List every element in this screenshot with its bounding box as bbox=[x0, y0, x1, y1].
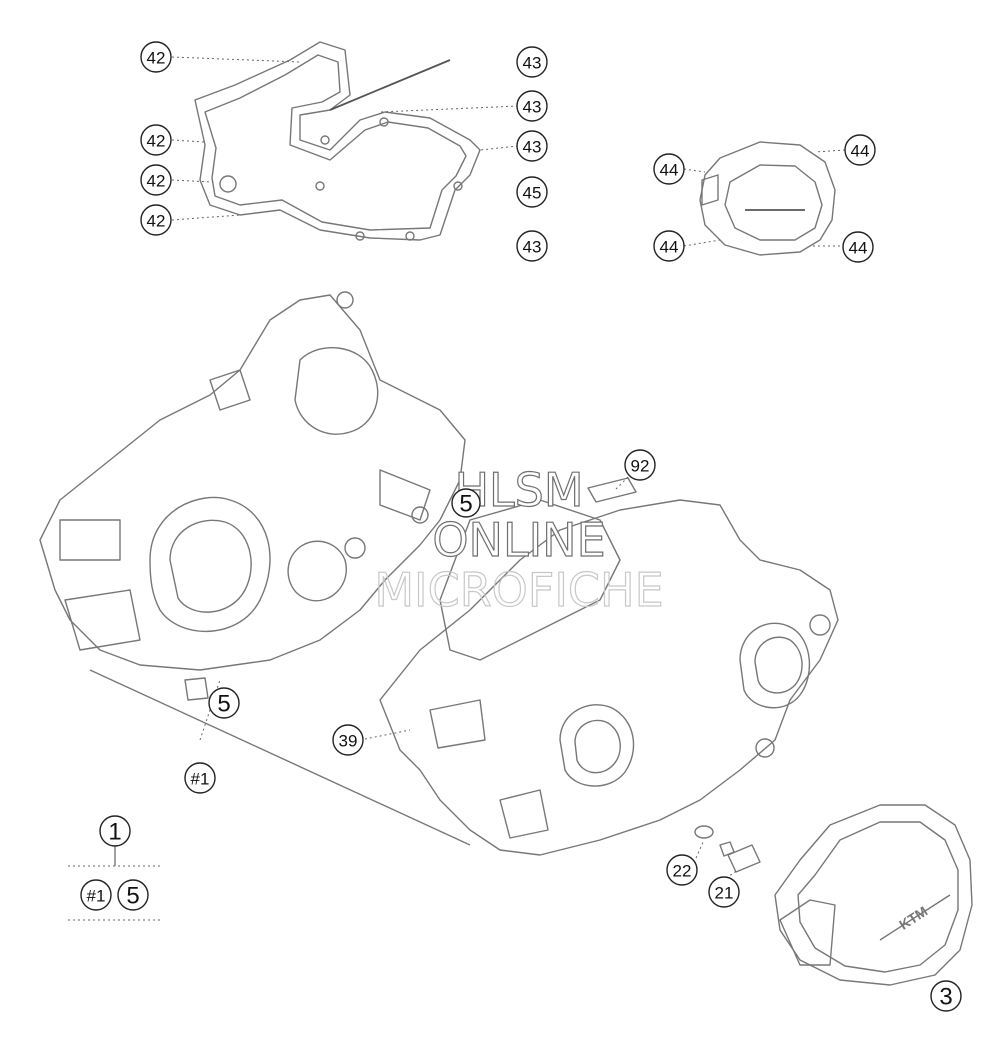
callout-sub-assembly-1-legend: #1 bbox=[80, 879, 112, 911]
callout-label: 3 bbox=[939, 984, 952, 1011]
callout-43b: 43 bbox=[516, 90, 548, 122]
watermark: HLSM ONLINE MICROFICHE bbox=[374, 462, 665, 617]
callout-label: 42 bbox=[147, 132, 166, 151]
callout-label: 42 bbox=[147, 212, 166, 231]
callout-3: 3 bbox=[930, 980, 962, 1012]
callout-label: 1 bbox=[108, 819, 121, 846]
callout-label: 42 bbox=[147, 49, 166, 68]
callout-label: 44 bbox=[660, 161, 679, 180]
callout-92: 92 bbox=[624, 449, 656, 481]
ignition-cover-logo: KTM bbox=[896, 903, 930, 933]
callout-label: 42 bbox=[147, 172, 166, 191]
watermark-line3: MICROFICHE bbox=[374, 563, 663, 617]
drain-plug-drawing bbox=[694, 825, 761, 873]
callout-5-left: 5 bbox=[208, 687, 240, 719]
right-crankcase-drawing bbox=[379, 477, 839, 856]
callout-45: 45 bbox=[516, 176, 548, 208]
callout-label: 43 bbox=[523, 54, 542, 73]
callout-label: 45 bbox=[523, 184, 542, 203]
gasket-set-drawing bbox=[194, 41, 481, 241]
callout-39: 39 bbox=[332, 724, 364, 756]
callout-label: 44 bbox=[849, 239, 868, 258]
callout-43d: 43 bbox=[516, 230, 548, 262]
callout-42a: 42 bbox=[140, 41, 172, 73]
callout-label: 44 bbox=[851, 142, 870, 161]
ignition-cover-drawing: KTM bbox=[774, 804, 973, 986]
callout-44c: 44 bbox=[653, 230, 685, 262]
callout-label: 43 bbox=[523, 98, 542, 117]
callout-42d: 42 bbox=[140, 204, 172, 236]
callout-label: 5 bbox=[459, 491, 472, 518]
callout-label: 22 bbox=[673, 862, 692, 881]
callout-label: 44 bbox=[660, 238, 679, 257]
callout-label: 21 bbox=[715, 884, 734, 903]
callout-42c: 42 bbox=[140, 164, 172, 196]
callout-5-legend: 5 bbox=[117, 879, 149, 911]
cover-gasket-drawing bbox=[699, 141, 836, 256]
watermark-line2: ONLINE bbox=[432, 513, 605, 567]
callout-label: 43 bbox=[523, 138, 542, 157]
callout-44b: 44 bbox=[844, 134, 876, 166]
callout-label: 5 bbox=[217, 691, 230, 718]
callout-44a: 44 bbox=[653, 153, 685, 185]
callout-5-center: 5 bbox=[451, 488, 481, 518]
callout-43c: 43 bbox=[516, 130, 548, 162]
callout-43a: 43 bbox=[516, 46, 548, 78]
callout-label: #1 bbox=[191, 770, 210, 789]
left-crankcase-drawing bbox=[39, 291, 471, 846]
callout-label: 5 bbox=[126, 883, 139, 910]
callout-label: #1 bbox=[87, 887, 106, 906]
callout-22: 22 bbox=[666, 854, 698, 886]
callout-label: 39 bbox=[339, 732, 358, 751]
callout-44d: 44 bbox=[842, 231, 874, 263]
callout-21: 21 bbox=[708, 876, 740, 908]
callout-1-legend: 1 bbox=[99, 815, 131, 847]
callout-42b: 42 bbox=[140, 124, 172, 156]
callout-label: 43 bbox=[523, 238, 542, 257]
callout-label: 92 bbox=[631, 457, 650, 476]
callout-sub-assembly-1: #1 bbox=[184, 762, 216, 794]
